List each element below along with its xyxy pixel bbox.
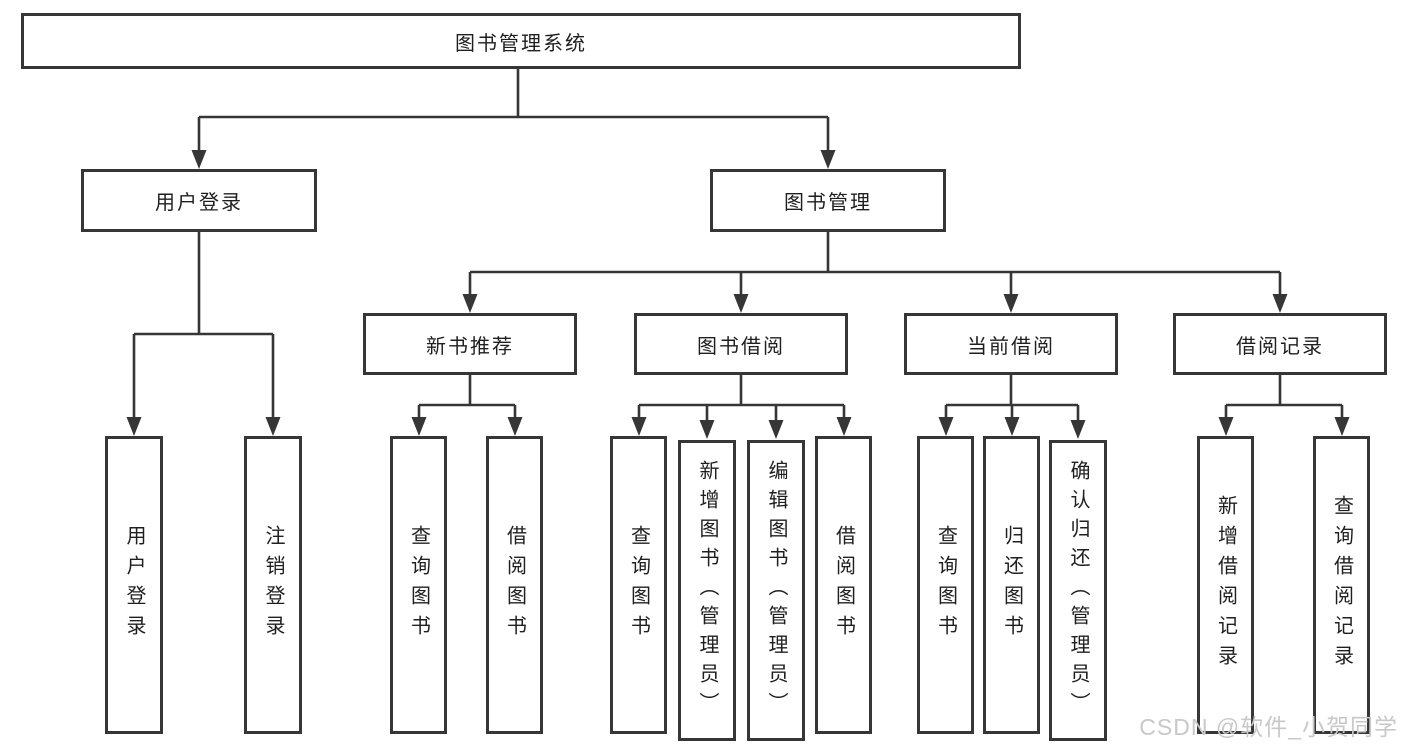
connector-user-login-children <box>132 232 275 419</box>
arrowhead <box>1272 294 1288 313</box>
arrowhead <box>411 417 427 436</box>
connector-new-book-children <box>417 375 517 419</box>
node-root-system: 图书管理系统 <box>21 13 1021 69</box>
arrowhead <box>1004 417 1020 436</box>
node-current-borrow: 当前借阅 <box>904 313 1118 375</box>
arrowhead <box>938 417 954 436</box>
leaf-borrow-borrow-books: 借阅图书 <box>815 436 872 734</box>
arrowhead <box>768 420 784 439</box>
arrowhead <box>462 294 478 313</box>
arrowhead <box>733 294 749 313</box>
leaf-newbook-search-books: 查询图书 <box>390 436 447 734</box>
arrowhead <box>507 417 523 436</box>
arrowhead <box>631 417 647 436</box>
leaf-newbook-borrow-books: 借阅图书 <box>486 436 543 734</box>
arrowhead <box>1070 420 1086 439</box>
arrowhead <box>191 150 207 169</box>
connector-book-borrow-children <box>637 375 846 422</box>
leaf-user-login: 用户登录 <box>105 436 163 734</box>
node-borrow-record: 借阅记录 <box>1173 313 1387 375</box>
connector-book-mgmt-to-level3 <box>468 232 1282 296</box>
arrowhead <box>699 420 715 439</box>
leaf-current-confirm-return-admin: 确认归还（管理员） <box>1049 440 1107 741</box>
arrowhead <box>126 417 142 436</box>
arrowhead <box>1003 294 1019 313</box>
leaf-record-search-record: 查询借阅记录 <box>1313 436 1370 734</box>
leaf-logout: 注销登录 <box>244 436 302 734</box>
node-new-book-recommend: 新书推荐 <box>363 313 577 375</box>
leaf-borrow-search-books: 查询图书 <box>610 436 667 734</box>
leaf-current-search-books: 查询图书 <box>917 436 974 734</box>
arrowhead <box>265 417 281 436</box>
leaf-borrow-add-books-admin: 新增图书（管理员） <box>678 440 736 741</box>
leaf-borrow-edit-books-admin: 编辑图书（管理员） <box>747 440 805 741</box>
connector-current-borrow-children <box>944 375 1080 422</box>
connector-root-to-level2 <box>197 69 830 152</box>
arrowhead <box>820 150 836 169</box>
node-user-login: 用户登录 <box>81 169 317 232</box>
csdn-watermark: CSDN @软件_小贺同学 <box>1139 714 1398 740</box>
connector-borrow-record-children <box>1224 375 1344 419</box>
node-book-borrow: 图书借阅 <box>634 313 848 375</box>
arrowhead <box>1218 417 1234 436</box>
leaf-record-add-record: 新增借阅记录 <box>1197 436 1254 734</box>
arrowhead <box>1334 417 1350 436</box>
node-book-management: 图书管理 <box>710 169 946 232</box>
leaf-current-return-books: 归还图书 <box>983 436 1040 734</box>
arrowhead <box>836 417 852 436</box>
